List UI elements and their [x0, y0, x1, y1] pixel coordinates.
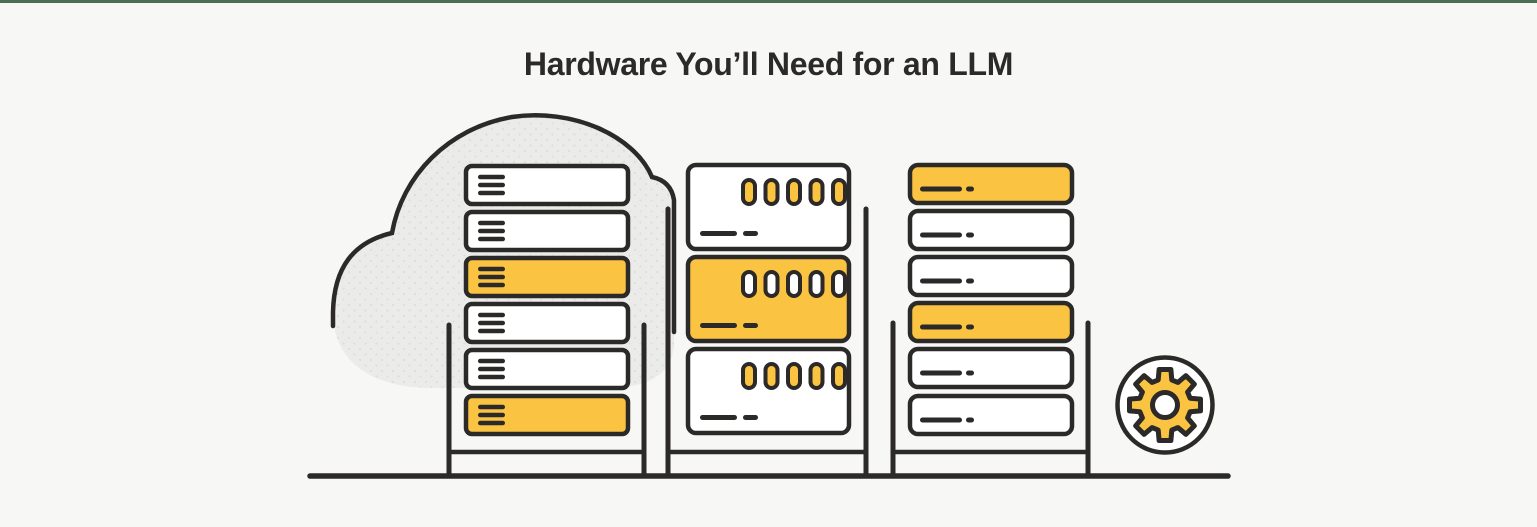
- label-dash-dot-icon: [920, 232, 974, 238]
- server-unit: [907, 254, 1075, 298]
- server-unit: [463, 163, 631, 207]
- label-dash-dot-icon: [920, 278, 974, 284]
- server-unit: [907, 162, 1075, 206]
- gear-icon: [1115, 355, 1215, 455]
- server-unit: [685, 346, 852, 436]
- server-unit: [463, 301, 631, 345]
- rack-middle: [665, 162, 869, 479]
- label-lines-icon: [700, 415, 758, 420]
- menu-bars-icon: [478, 174, 505, 196]
- server-unit: [463, 347, 631, 391]
- vent-slots-icon: [741, 178, 847, 206]
- rack-frame: [890, 320, 1091, 479]
- server-unit: [907, 208, 1075, 252]
- rack-frame: [446, 322, 647, 479]
- server-unit: [685, 254, 852, 344]
- vent-slots-icon: [741, 362, 847, 390]
- label-lines-icon: [700, 231, 758, 236]
- menu-bars-icon: [478, 404, 505, 426]
- server-unit: [907, 393, 1075, 437]
- rack-right: [890, 162, 1091, 479]
- menu-bars-icon: [478, 312, 505, 334]
- server-unit: [685, 162, 852, 252]
- label-dash-dot-icon: [920, 186, 974, 192]
- page-title: Hardware You’ll Need for an LLM: [523, 46, 1014, 82]
- label-dash-dot-icon: [920, 417, 974, 423]
- rack-frame: [665, 206, 869, 479]
- server-unit: [463, 255, 631, 299]
- server-unit: [907, 300, 1075, 344]
- label-lines-icon: [700, 323, 758, 328]
- rack-left: [446, 163, 647, 479]
- label-dash-dot-icon: [920, 324, 974, 330]
- vent-slots-icon: [741, 270, 847, 298]
- server-unit: [463, 393, 631, 437]
- label-dash-dot-icon: [920, 370, 974, 376]
- menu-bars-icon: [478, 220, 505, 242]
- server-unit: [907, 346, 1075, 390]
- top-border: [0, 0, 1537, 3]
- menu-bars-icon: [478, 358, 505, 380]
- server-unit: [463, 209, 631, 253]
- menu-bars-icon: [478, 266, 505, 288]
